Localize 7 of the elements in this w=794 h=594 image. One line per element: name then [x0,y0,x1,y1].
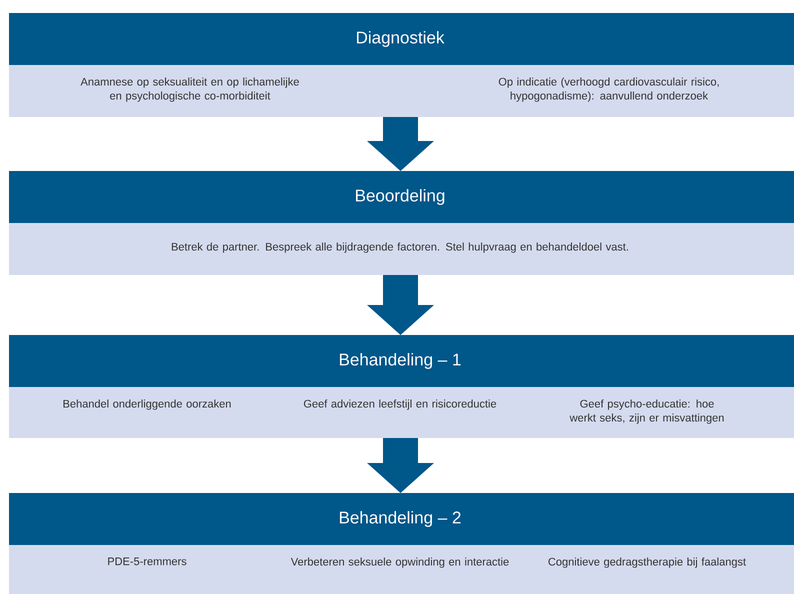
stage-panel: Beoordeling Betrek de partner. Bespreek alle bijdragende factoren. Stel hulpvraag en behandeldoel vast. [9,171,794,275]
block-arrow [367,438,434,493]
block-arrow [367,275,434,335]
stage-panel: Diagnostiek Anamnese op seksualiteit en op lichamelijke en psychologische co-morbiditeit Op indicatie (verhoogd cardiovasculair risico, hypogonadisme): aanvullend onderzoek [9,13,794,117]
stage-panel: Behandeling – 2 PDE-5-remmers Verbeteren seksuele opwinding en interactie Cognitieve gedragstherapie bij faalangst [9,493,794,594]
block-arrow [367,117,434,171]
stage-panel: Behandeling – 1 Behandel onderliggende oorzaken Geef adviezen leefstijl en risicoreductie Geef psycho-educatie: hoe werkt seks, zijn er misvattingen [9,335,794,438]
